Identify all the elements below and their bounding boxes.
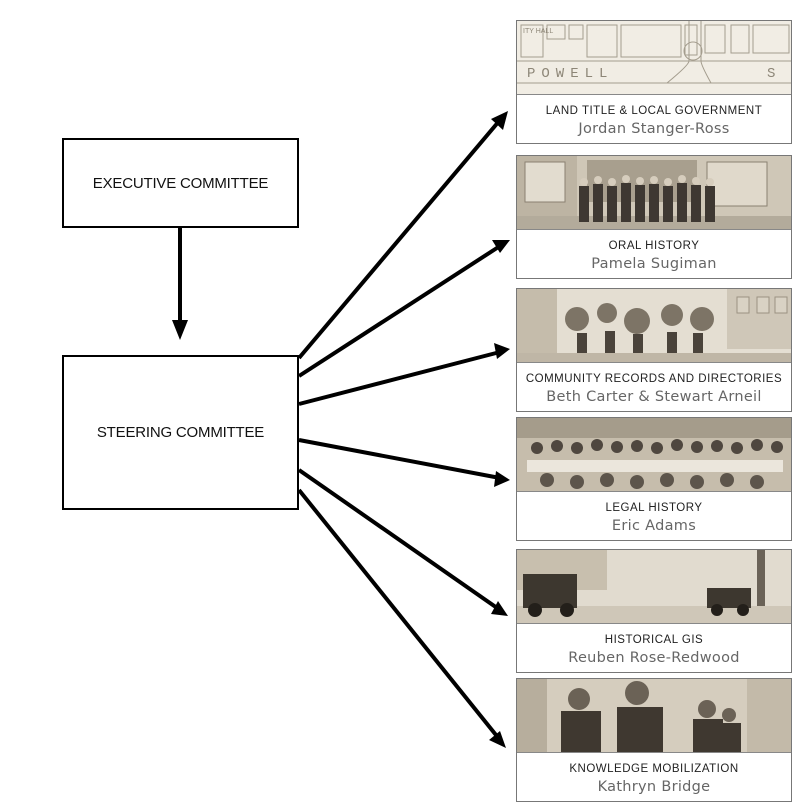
arrowhead-legal-history <box>494 471 510 487</box>
cluster-area-title: LEGAL HISTORY <box>605 502 703 514</box>
cluster-area-title: COMMUNITY RECORDS AND DIRECTORIES <box>525 373 783 385</box>
cluster-lead-name: Pamela Sugiman <box>591 256 717 272</box>
cluster-area-title: LAND TITLE & LOCAL GOVERNMENT <box>545 105 763 117</box>
storefront-group-photo <box>517 156 791 230</box>
street-festival-photo <box>517 289 791 363</box>
arrowhead-knowledge-mobilization <box>489 731 506 748</box>
map-label-street: POWELL <box>527 66 613 82</box>
cluster-card-knowledge-mobilization: KNOWLEDGE MOBILIZATION Kathryn Bridge <box>516 678 792 802</box>
arrowhead-steering <box>172 320 188 340</box>
arrowhead-historical-gis <box>491 601 508 616</box>
arrow-to-knowledge-mobilization <box>297 488 502 742</box>
cluster-card-land-title: ITY HALL POWELL S LAND TITLE & LOCAL GOV… <box>516 20 792 144</box>
cluster-lead-name: Kathryn Bridge <box>597 779 711 795</box>
cluster-lead-name: Jordan Stanger-Ross <box>578 121 730 137</box>
arrow-to-oral-history <box>297 244 502 378</box>
arrow-to-community-records <box>298 350 501 406</box>
arrowhead-oral-history <box>492 240 510 253</box>
cluster-area-title: HISTORICAL GIS <box>604 634 704 646</box>
cluster-area-title: KNOWLEDGE MOBILIZATION <box>569 763 739 775</box>
cluster-card-oral-history: ORAL HISTORY Pamela Sugiman <box>516 155 792 279</box>
banquet-photo <box>517 418 791 492</box>
cluster-card-community-records: COMMUNITY RECORDS AND DIRECTORIES Beth C… <box>516 288 792 412</box>
arrow-to-land-title <box>297 118 502 360</box>
map-label-city-hall: ITY HALL <box>523 28 553 35</box>
arrow-to-historical-gis <box>297 468 502 612</box>
map-image: ITY HALL POWELL S <box>517 21 791 95</box>
arrowhead-land-title <box>491 111 508 130</box>
arrowhead-community-records <box>494 343 510 359</box>
cluster-area-title: ORAL HISTORY <box>608 240 700 252</box>
steering-committee-box: STEERING COMMITTEE <box>62 355 299 510</box>
street-cars-photo <box>517 550 791 624</box>
executive-committee-label: EXECUTIVE COMMITTEE <box>92 174 269 192</box>
cluster-lead-name: Reuben Rose-Redwood <box>568 650 740 666</box>
executive-committee-box: EXECUTIVE COMMITTEE <box>62 138 299 228</box>
cluster-lead-name: Eric Adams <box>611 518 697 534</box>
steering-committee-label: STEERING COMMITTEE <box>96 424 265 441</box>
map-label-s: S <box>767 66 775 82</box>
cluster-lead-name: Beth Carter & Stewart Arneil <box>546 389 762 405</box>
cluster-card-legal-history: LEGAL HISTORY Eric Adams <box>516 417 792 541</box>
group-portrait-photo <box>517 679 791 753</box>
arrow-to-legal-history <box>298 438 501 480</box>
cluster-card-historical-gis: HISTORICAL GIS Reuben Rose-Redwood <box>516 549 792 673</box>
